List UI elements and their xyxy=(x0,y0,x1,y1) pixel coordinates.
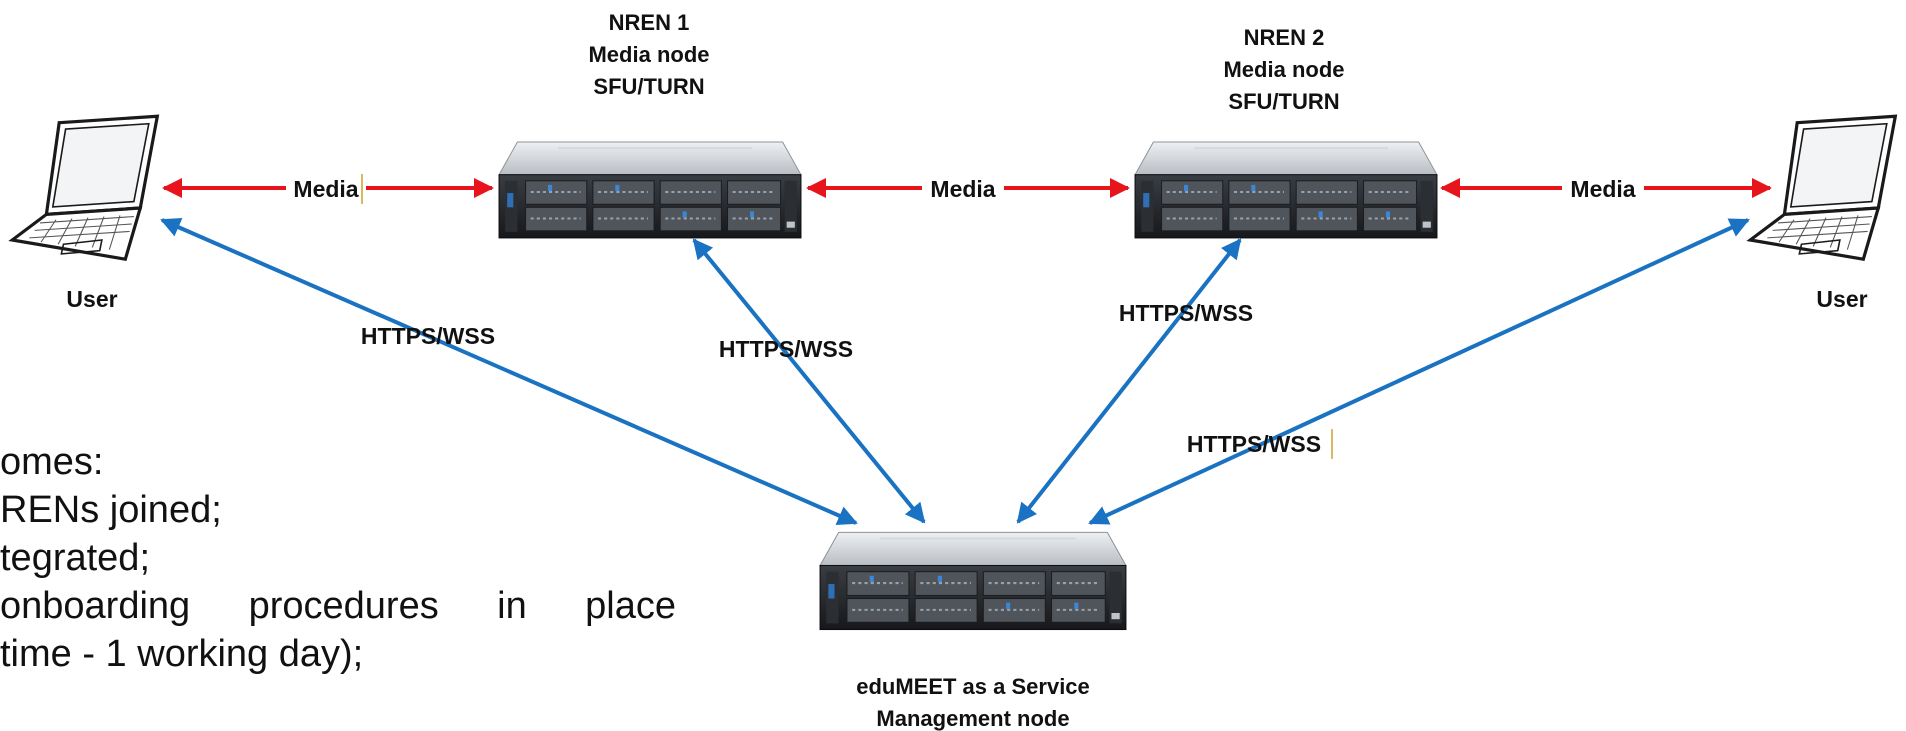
left-user-laptop-icon xyxy=(10,114,159,261)
text-line-2: RENs joined; xyxy=(0,489,222,531)
media-label-middle: Media xyxy=(930,176,995,202)
https-arrow-nren2-management xyxy=(1016,238,1242,524)
nren2-title: NREN 2 Media node SFU/TURN xyxy=(1223,25,1344,114)
nren1-title: NREN 1 Media node SFU/TURN xyxy=(588,10,709,99)
text-line-4-word-1: onboarding xyxy=(0,585,191,627)
text-line-4-word-2: procedures xyxy=(248,585,439,627)
media-label-left-bg xyxy=(286,174,366,204)
management-server-icon xyxy=(819,531,1127,631)
nren1-title-line3: SFU/TURN xyxy=(593,74,704,99)
cropped-text-block: omes: RENs joined; tegrated; onboarding … xyxy=(0,438,690,678)
media-label-right-bg xyxy=(1562,174,1644,204)
nren1-title-line1: NREN 1 xyxy=(609,10,690,35)
text-line-4-word-3: in xyxy=(497,585,527,627)
nren1-title-line2: Media node xyxy=(588,42,709,67)
https-label-left-user: HTTPS/WSS xyxy=(361,323,495,349)
nren1-server-icon xyxy=(498,141,802,239)
https-label-nren1: HTTPS/WSS xyxy=(719,336,853,362)
https-arrow-nren1-management xyxy=(692,238,926,524)
https-label-right-user: HTTPS/WSS xyxy=(1187,431,1321,457)
nren2-server-icon xyxy=(1134,141,1438,239)
text-line-4-word-4: place xyxy=(585,585,676,627)
left-user-label: User xyxy=(66,286,117,312)
right-user-label: User xyxy=(1816,286,1867,312)
nren2-title-line3: SFU/TURN xyxy=(1228,89,1339,114)
management-title-line2: Management node xyxy=(876,706,1069,731)
media-label-right: Media xyxy=(1570,176,1635,202)
management-title-line1: eduMEET as a Service xyxy=(856,674,1090,699)
media-label-left: Media xyxy=(293,176,358,202)
https-arrow-right-user-management xyxy=(1088,218,1750,525)
media-label-middle-bg xyxy=(922,174,1004,204)
right-user-laptop-icon xyxy=(1748,114,1897,261)
nren2-title-line2: Media node xyxy=(1223,57,1344,82)
text-line-1: omes: xyxy=(0,441,104,483)
https-label-nren2: HTTPS/WSS xyxy=(1119,300,1253,326)
nren2-title-line1: NREN 2 xyxy=(1244,25,1325,50)
management-title: eduMEET as a Service Management node xyxy=(856,674,1090,731)
text-line-5: time - 1 working day); xyxy=(0,633,364,675)
text-line-3: tegrated; xyxy=(0,537,150,579)
text-line-4: onboarding procedures in place xyxy=(0,582,676,630)
